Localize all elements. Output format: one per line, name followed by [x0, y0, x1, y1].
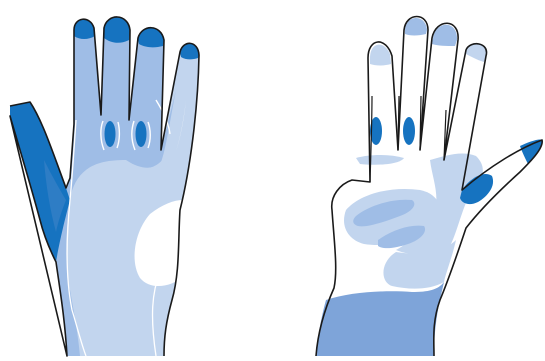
- palm-pad-middle: [403, 117, 415, 145]
- palm-fingertip-ring-tip: [432, 25, 457, 46]
- back-knuckle-pad-1: [105, 121, 116, 147]
- back-of-hand: [10, 17, 199, 356]
- palm-of-hand: [316, 17, 542, 357]
- back-knuckle-pad-2: [136, 121, 147, 147]
